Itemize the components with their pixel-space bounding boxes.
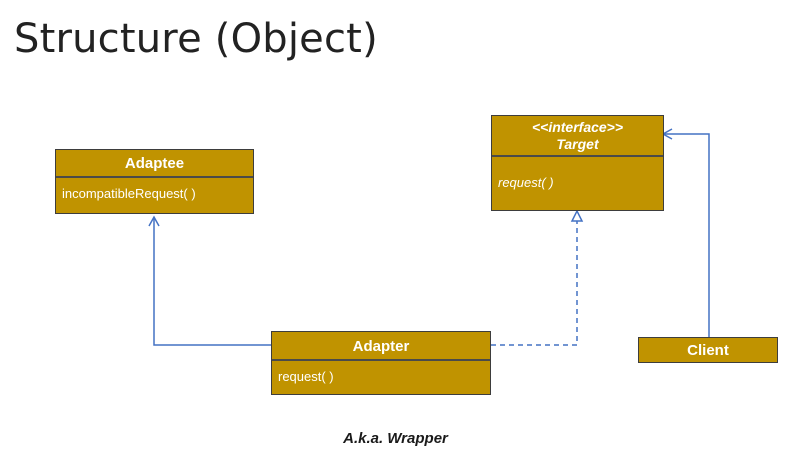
realization-triangle-icon bbox=[570, 209, 584, 222]
adaptee-method: incompatibleRequest( ) bbox=[62, 186, 196, 201]
caption: A.k.a. Wrapper bbox=[343, 430, 448, 447]
client-class: Client bbox=[638, 337, 778, 363]
page-title: Structure (Object) bbox=[14, 16, 378, 62]
client-class-name: Client bbox=[687, 342, 729, 359]
target-interface: <<interface>> Target request( ) bbox=[491, 115, 664, 211]
adapter-method: request( ) bbox=[278, 369, 334, 384]
adaptee-class: Adaptee incompatibleRequest( ) bbox=[55, 149, 254, 214]
target-method: request( ) bbox=[498, 175, 554, 190]
client-to-target-line bbox=[663, 133, 710, 337]
adaptee-class-name: Adaptee bbox=[56, 150, 253, 178]
target-stereotype: <<interface>> bbox=[531, 119, 624, 135]
adaptee-arrowhead-icon bbox=[148, 215, 160, 227]
adapter-to-adaptee-line bbox=[153, 217, 271, 346]
target-class-name: Target bbox=[556, 136, 599, 152]
adapter-class-name: Adapter bbox=[272, 332, 490, 361]
target-header: <<interface>> Target bbox=[492, 116, 663, 157]
adapter-to-target-line bbox=[491, 221, 578, 346]
adapter-class: Adapter request( ) bbox=[271, 331, 491, 395]
